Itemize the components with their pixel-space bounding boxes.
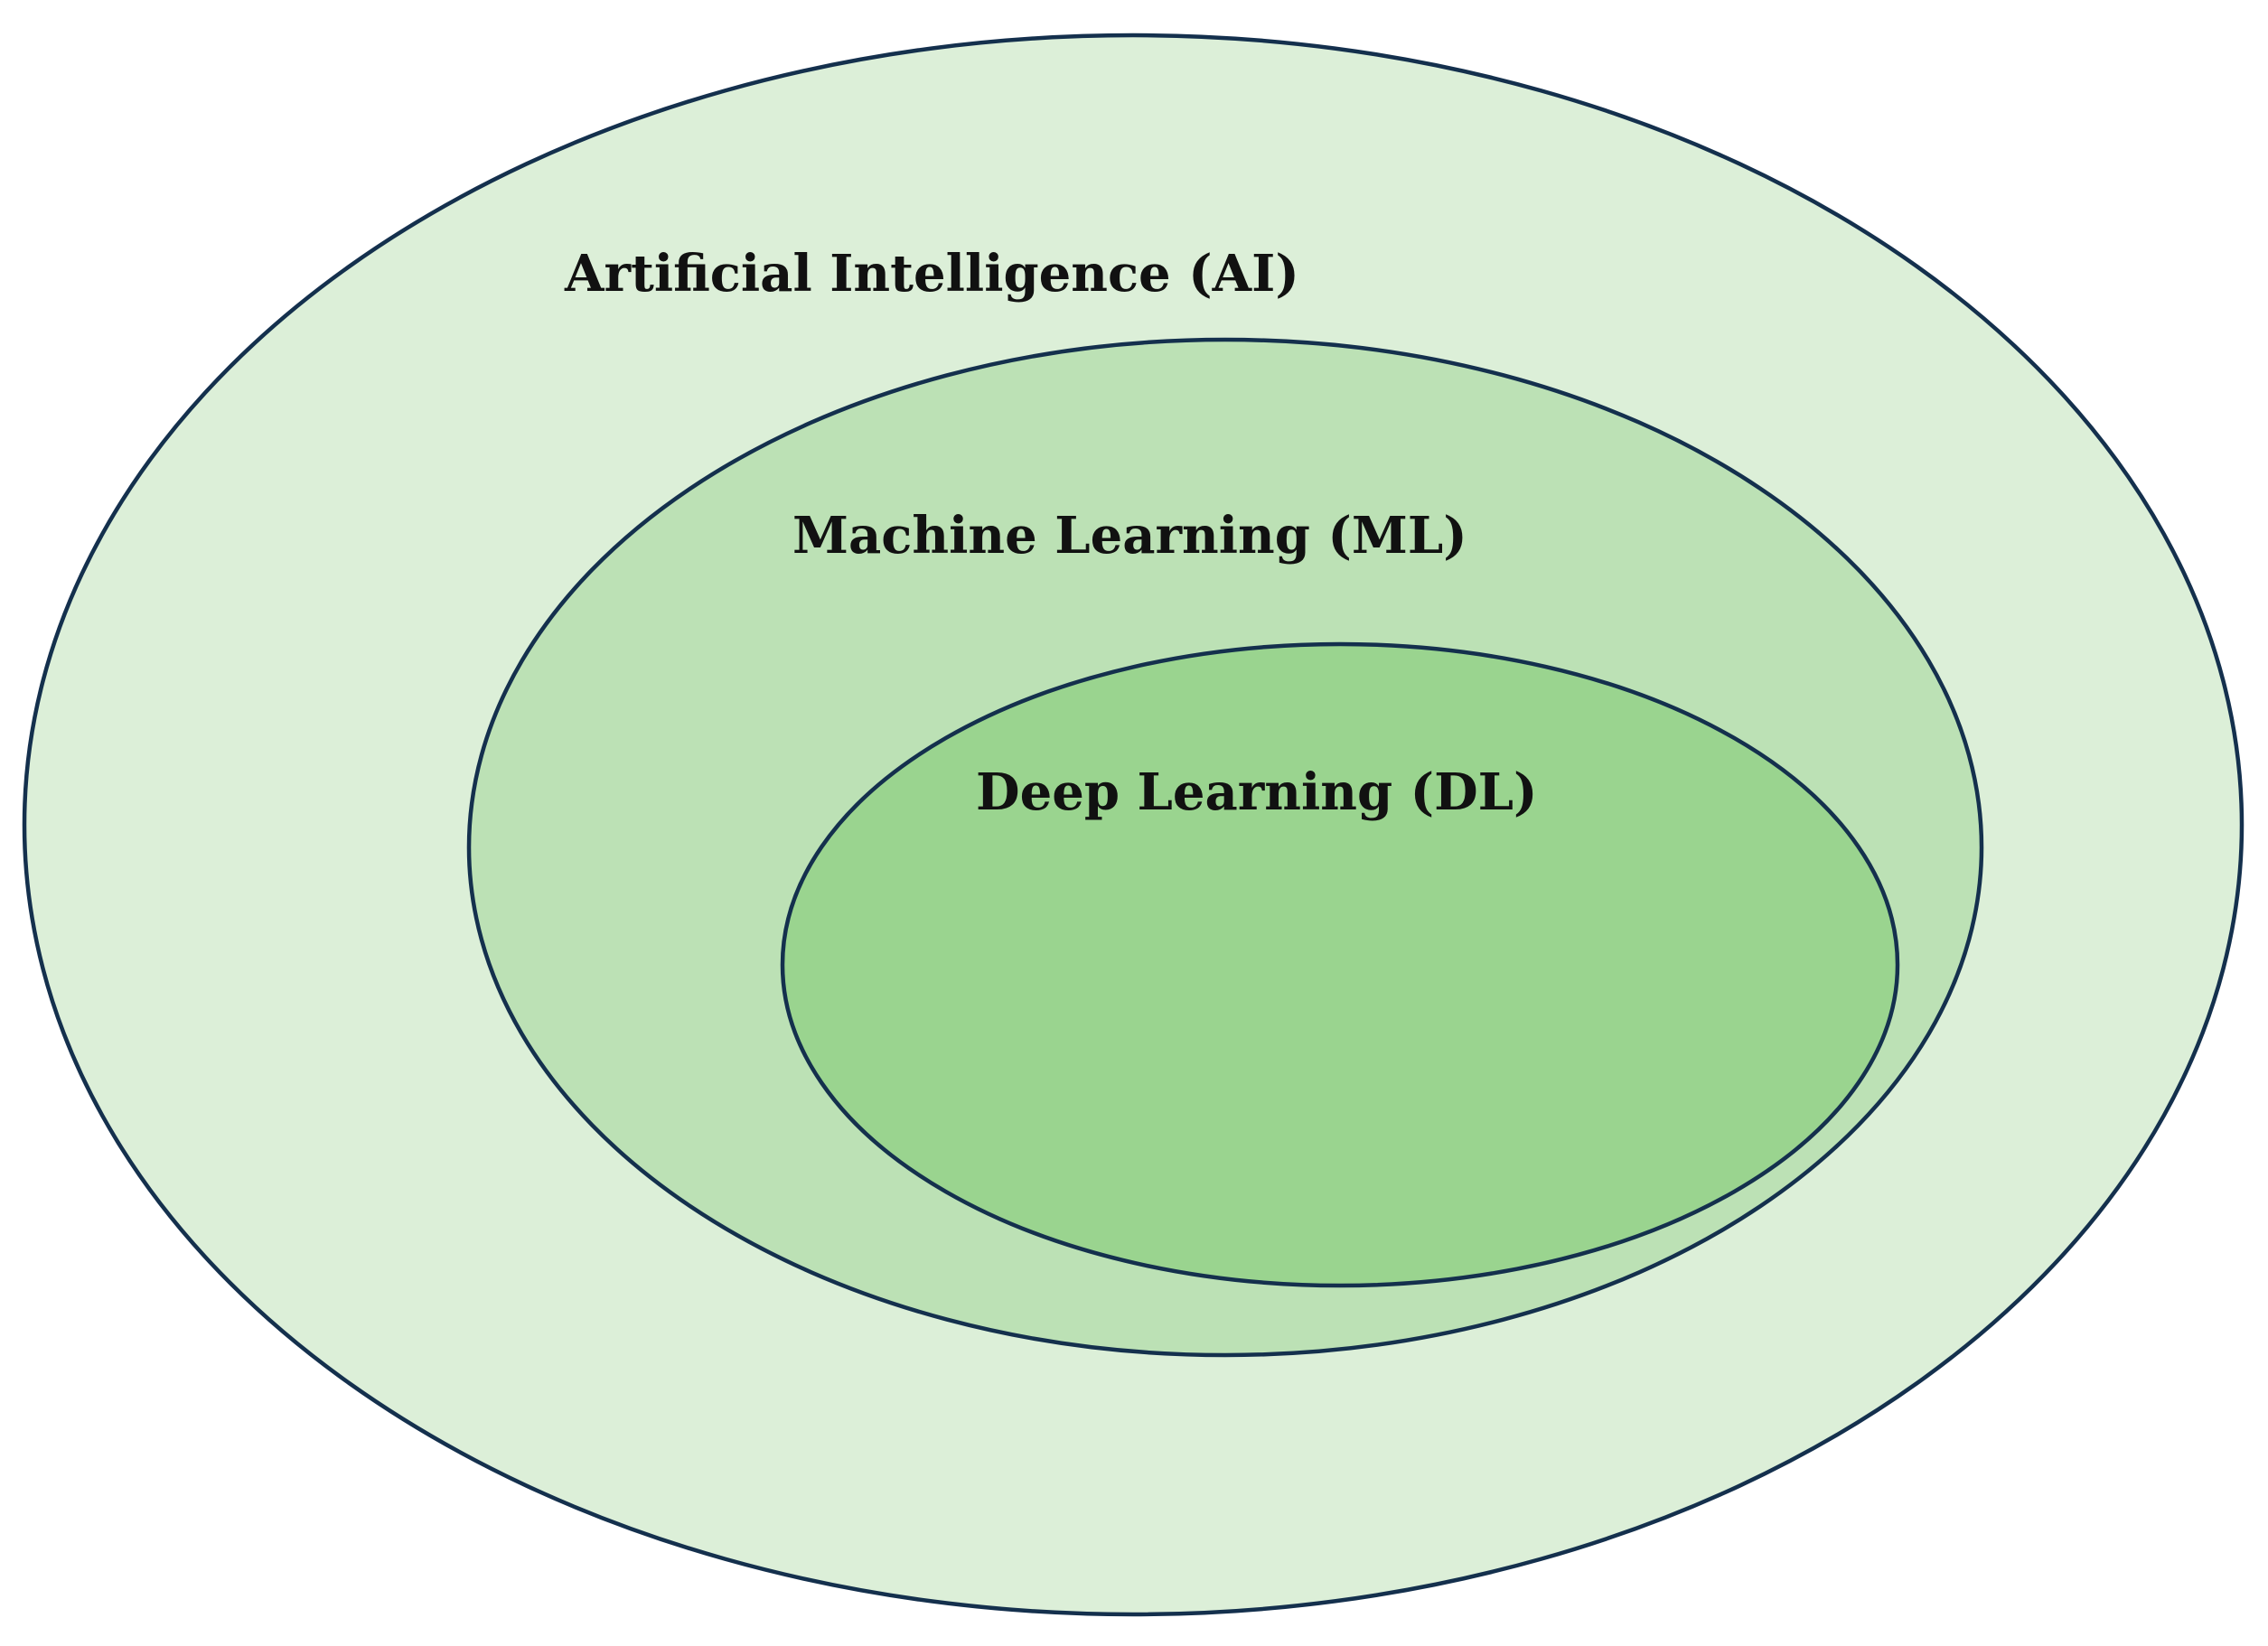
dl-label: Deep Learning (DL)	[976, 762, 1538, 822]
ml-label: Machine Learning (ML)	[792, 506, 1467, 566]
dl-ellipse	[780, 641, 1900, 1288]
ai-label: Artificial Intelligence (AI)	[564, 244, 1299, 304]
